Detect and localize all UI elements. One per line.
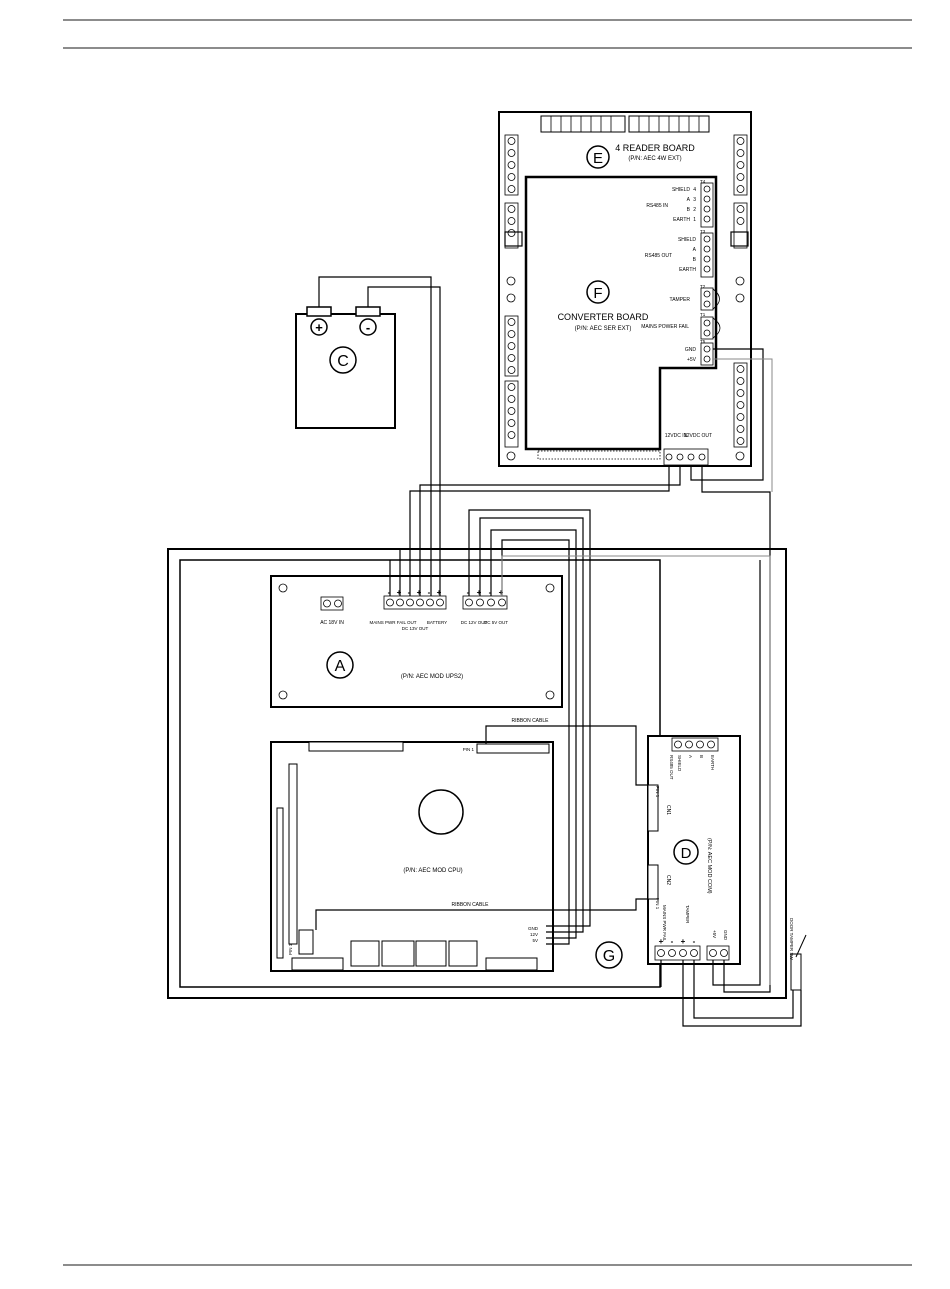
enclosure-letter: G <box>603 948 615 965</box>
conv-b-2: B <box>693 257 697 263</box>
ups-board: - + - + - + - + - + AC 18V IN MAINS PWR … <box>270 575 563 708</box>
ups-battery: BATTERY <box>427 620 447 625</box>
conv-t3: T3 <box>700 229 706 234</box>
conv-rs485-in: RS485 IN <box>646 203 668 209</box>
ribbon-cable-label-2: RIBBON CABLE <box>452 902 490 908</box>
reader-right-terminals <box>730 134 749 448</box>
conv-tamper: TAMPER <box>670 297 691 303</box>
com-shield: SHIELD <box>677 755 682 772</box>
ups-minus-3: - <box>428 588 431 597</box>
conv-t4: T4 <box>700 179 706 184</box>
reader-left-terminals <box>504 134 523 448</box>
com-plus-2: + <box>681 937 686 946</box>
cpu-gnd: GND <box>528 926 539 931</box>
cpu-12v: 12V <box>530 932 538 937</box>
ups-mains-fail: MAINS PWR FAIL OUT <box>369 620 416 625</box>
com-mains-pwr-fail: MAINS PWR FAIL <box>662 905 667 942</box>
battery-letter: C <box>337 353 349 370</box>
com-a: A <box>688 755 693 758</box>
conv-earth-1: EARTH <box>673 217 690 223</box>
conv-earth-2: EARTH <box>679 267 696 273</box>
conv-rs485-out: RS485 OUT <box>645 253 672 259</box>
conv-t5: T5 <box>700 339 706 344</box>
enclosure-letter-circle <box>595 941 623 969</box>
ups-minus-5: - <box>489 588 492 597</box>
com-plus5v: +5V <box>712 930 717 938</box>
com-pin1-b: PIN 1 <box>655 898 660 910</box>
conv-plus5v: +5V <box>687 357 697 363</box>
ribbon-cable-label-1: RIBBON CABLE <box>512 718 550 724</box>
battery-minus: - <box>366 320 370 335</box>
com-tamper: TAMPER <box>685 905 690 924</box>
ups-plus-5: + <box>499 588 504 597</box>
com-board-letter-circle <box>673 839 699 865</box>
battery: + - C <box>295 306 396 429</box>
ups-plus-1: + <box>397 588 402 597</box>
com-b: B <box>699 755 704 758</box>
com-pin1: PIN 1 <box>655 786 660 798</box>
ups-plus-4: + <box>477 588 482 597</box>
conv-mains-power-fail: MAINS POWER FAIL <box>641 324 689 330</box>
conv-12vdc-in: 12VDC IN <box>665 433 688 439</box>
ups-dc5: DC 5V OUT <box>484 620 508 625</box>
ups-board-letter-circle <box>326 651 354 679</box>
conv-pin-2: 2 <box>693 207 696 213</box>
converter-board-part: (P/N: AEC SER EXT) <box>575 326 632 332</box>
ups-board-part: (P/N: AEC MOD UPS2) <box>401 674 463 680</box>
conv-pin-1: 1 <box>693 217 696 223</box>
conv-t1: T1 <box>700 312 706 317</box>
cpu-pin1-bottom: PIN 1 <box>288 943 293 955</box>
door-tamper-switch: DOOR TAMPER SW <box>789 918 807 991</box>
com-minus-1: - <box>671 937 674 946</box>
cpu-board: (P/N: AEC MOD CPU) PIN 1 PIN 1 GND 12V 5… <box>270 741 554 972</box>
conv-a-1: A <box>687 197 691 203</box>
com-board-part: (P/N: AEC MOD COM) <box>706 838 712 894</box>
ups-minus-2: - <box>408 588 411 597</box>
converter-board: T4 T3 T2 T1 T5 4 3 2 1 SHIELD A B EARTH … <box>524 175 721 466</box>
com-cn2: CN2 <box>665 875 671 885</box>
conv-12vdc-out: 12VDC OUT <box>684 433 712 439</box>
ups-minus-4: - <box>467 588 470 597</box>
ups-board-letter: A <box>335 658 346 675</box>
cpu-5v: 5V <box>532 938 538 943</box>
converter-board-letter: F <box>593 285 602 302</box>
conv-gnd: GND <box>685 347 697 353</box>
reader-board-part: (P/N: AEC 4W EXT) <box>628 156 681 162</box>
conv-pin-3: 3 <box>693 197 696 203</box>
com-cn1: CN1 <box>665 805 671 815</box>
com-earth: EARTH <box>710 755 715 770</box>
enclosure-outline <box>167 548 787 999</box>
cpu-board-part: (P/N: AEC MOD CPU) <box>403 868 462 874</box>
com-board-letter: D <box>681 845 692 862</box>
conv-t2: T2 <box>700 284 706 289</box>
conv-b-1: B <box>687 207 691 213</box>
reader-board-letter: E <box>593 150 603 167</box>
conv-shield-2: SHIELD <box>678 237 696 243</box>
ups-ac-in: AC 18V IN <box>320 620 344 626</box>
battery-letter-circle <box>329 346 357 374</box>
battery-plus: + <box>315 320 323 335</box>
com-plus-1: + <box>659 937 664 946</box>
conv-shield-1: SHIELD <box>672 187 690 193</box>
ups-minus-1: - <box>388 588 391 597</box>
cpu-pin1: PIN 1 <box>463 747 475 752</box>
door-tamper-label: DOOR TAMPER SW <box>789 918 794 960</box>
converter-board-title: CONVERTER BOARD <box>558 312 649 322</box>
com-gnd: GND <box>723 930 728 941</box>
ups-plus-3: + <box>437 588 442 597</box>
conv-a-2: A <box>693 247 697 253</box>
com-board: CN1 CN2 PIN 1 PIN 1 RS485 OUT SHIELD A B… <box>647 735 741 965</box>
reader-board-letter-circle <box>586 145 610 169</box>
com-minus-2: - <box>693 937 696 946</box>
ups-plus-2: + <box>417 588 422 597</box>
converter-board-letter-circle <box>586 280 610 304</box>
conv-pin-4: 4 <box>693 187 696 193</box>
wires-gray <box>501 358 773 985</box>
ups-dc13: DC 13V OUT <box>402 626 429 631</box>
reader-top-terminals <box>540 115 710 133</box>
com-rs485-out: RS485 OUT <box>669 755 674 780</box>
reader-board-title: 4 READER BOARD <box>615 143 695 153</box>
ups-dc12: DC 12V OUT <box>461 620 488 625</box>
